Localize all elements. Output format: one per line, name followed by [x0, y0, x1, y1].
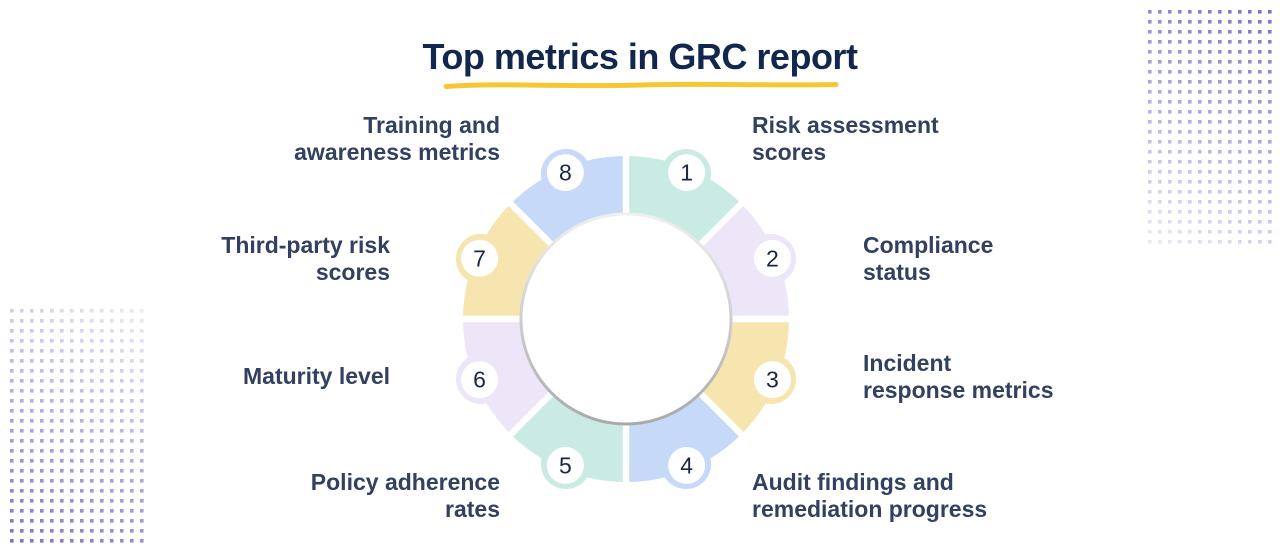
segment-number-badge-4 — [668, 446, 706, 484]
segment-number-5: 5 — [559, 452, 572, 478]
segment-number-7: 7 — [473, 245, 486, 271]
segment-number-2: 2 — [766, 245, 779, 271]
metric-label-incident-response-metrics: Incident response metrics — [863, 350, 1054, 403]
metric-label-risk-assessment-scores: Risk assessment scores — [752, 112, 939, 165]
page-title: Top metrics in GRC report — [422, 36, 858, 77]
metric-label-maturity-level: Maturity level — [243, 363, 390, 389]
segment-number-badge-3 — [753, 361, 791, 399]
metric-label-compliance-status: Compliance status — [863, 232, 994, 285]
segment-number-badge-2 — [753, 239, 791, 277]
segment-number-badge-5 — [546, 446, 584, 484]
grc-metrics-wheel-diagram: 1 2 3 4 5 6 7 8 — [455, 148, 797, 490]
metric-label-audit-findings-remediation-progress: Audit findings and remediation progress — [752, 469, 988, 522]
segment-number-badge-7 — [461, 239, 499, 277]
segment-number-4: 4 — [680, 452, 693, 478]
segment-number-badge-8 — [546, 154, 584, 192]
dot-grid-top-right-decoration — [1148, 10, 1274, 250]
segment-number-6: 6 — [473, 367, 486, 393]
segment-number-badge-1 — [668, 154, 706, 192]
title-underline-stroke — [443, 81, 839, 89]
segment-number-1: 1 — [680, 160, 693, 186]
wheel-center-circle — [519, 212, 733, 426]
dot-grid-bottom-left-decoration — [10, 309, 150, 549]
segment-number-8: 8 — [559, 160, 572, 186]
segment-number-3: 3 — [766, 367, 779, 393]
metric-label-policy-adherence-rates: Policy adherence rates — [310, 469, 500, 522]
metric-label-training-awareness-metrics: Training and awareness metrics — [294, 112, 500, 165]
metric-label-third-party-risk-scores: Third-party risk scores — [221, 232, 390, 285]
title-underline-decoration — [443, 81, 839, 89]
segment-number-badge-6 — [461, 361, 499, 399]
